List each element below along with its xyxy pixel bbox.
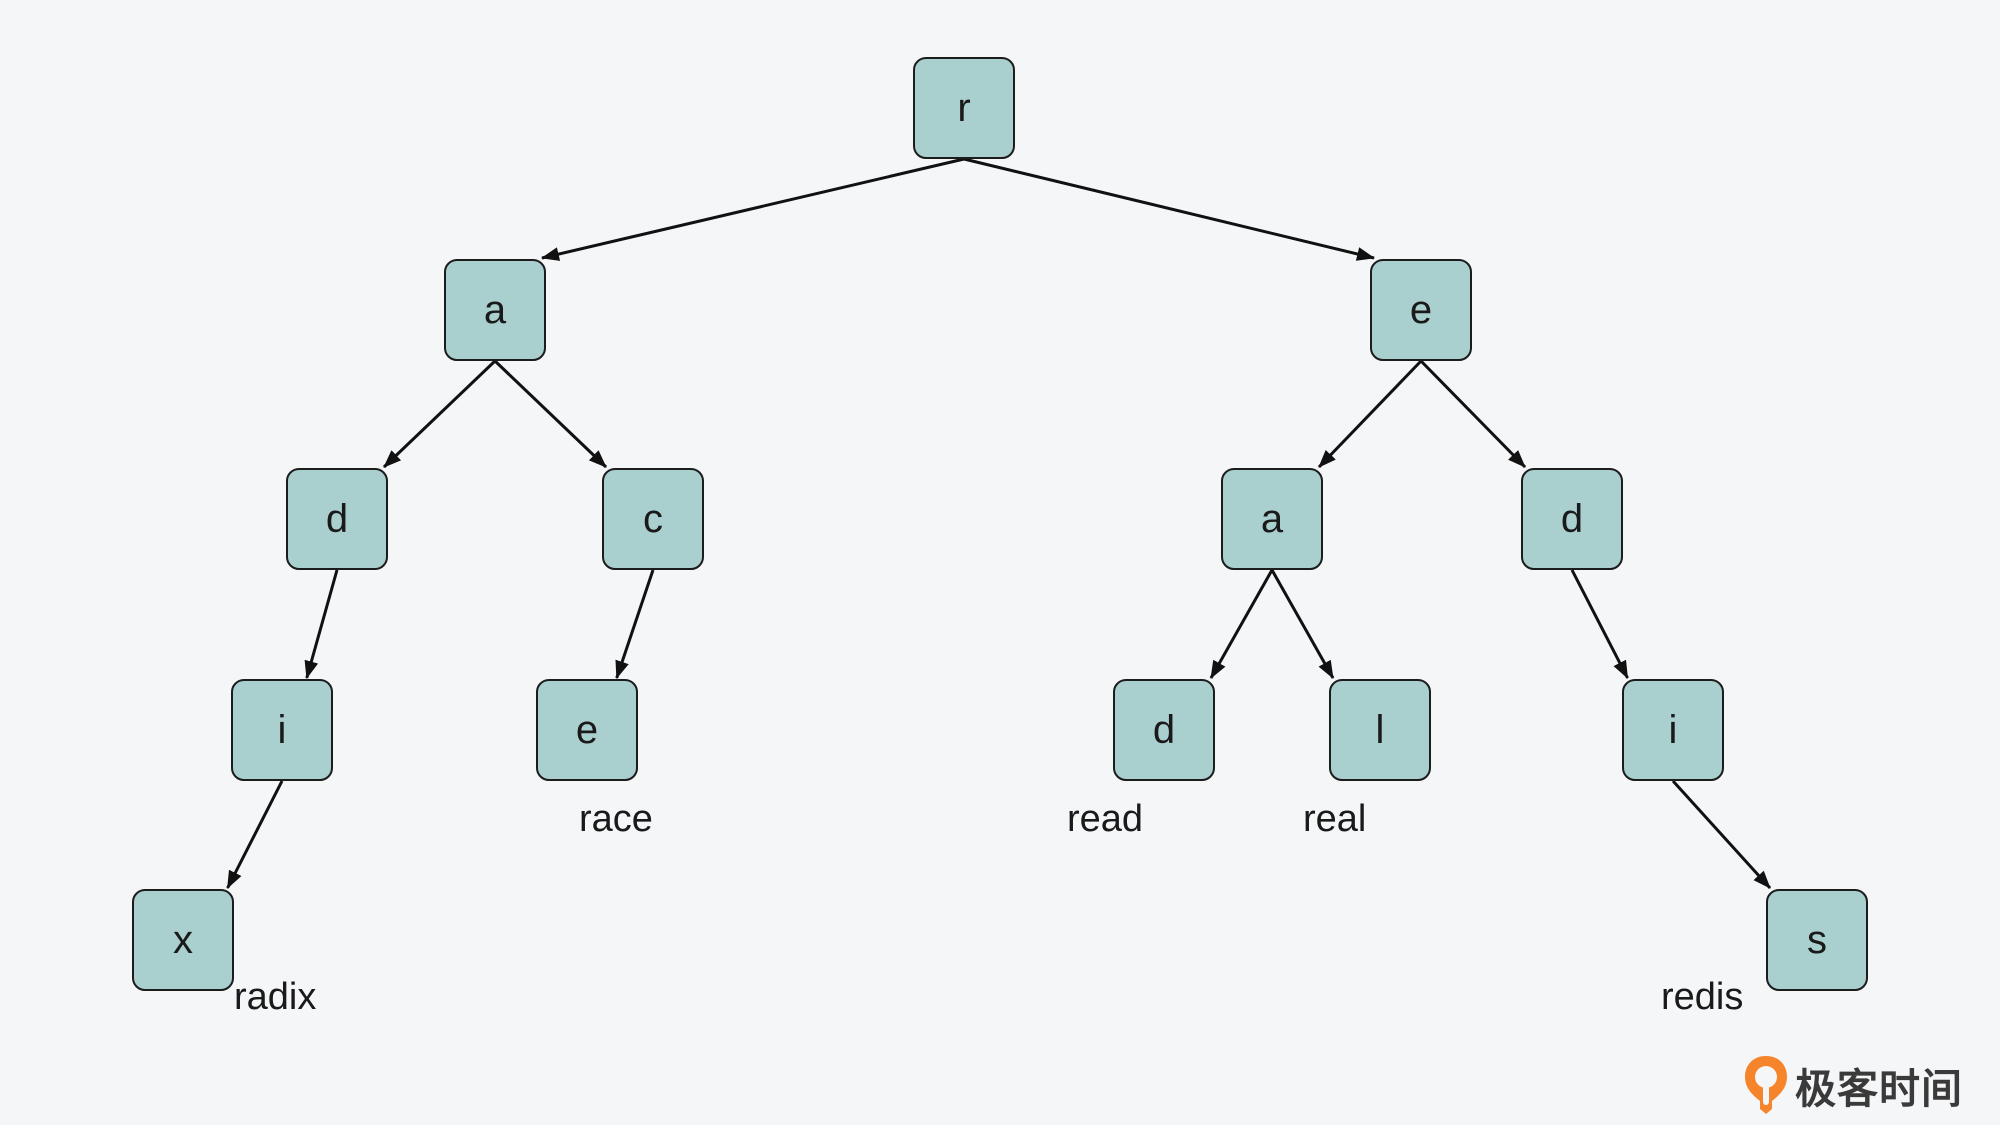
trie-node-redis-s: s xyxy=(1766,889,1868,991)
edge-n-re-to-n-rea xyxy=(1317,359,1423,469)
geektime-logo-icon xyxy=(1745,1056,1787,1114)
edge-n-ra-to-n-rac xyxy=(493,359,608,469)
edge-n-rad-to-n-radi xyxy=(304,569,339,679)
word-label-read: read xyxy=(1067,798,1144,840)
edge-n-rea-to-n-read xyxy=(1209,569,1274,679)
edge-n-r-to-n-re xyxy=(963,157,1375,261)
edge-n-redi-to-n-redis xyxy=(1671,779,1772,890)
edge-n-re-to-n-red xyxy=(1419,359,1527,469)
word-label-redis: redis xyxy=(1661,976,1744,1018)
geektime-logo-text: 极客时间 xyxy=(1795,1065,1963,1113)
geektime-logo: 极客时间 xyxy=(1743,1054,1963,1116)
trie-node-redi-i: i xyxy=(1622,679,1724,781)
trie-node-read-d: d xyxy=(1113,679,1215,781)
edge-n-radi-to-n-radix xyxy=(226,780,284,889)
edge-n-r-to-n-ra xyxy=(541,157,965,261)
trie-node-race-e: e xyxy=(536,679,638,781)
edge-n-rea-to-n-real xyxy=(1270,569,1335,679)
trie-node-rea-a: a xyxy=(1221,468,1323,570)
word-label-race: race xyxy=(579,798,653,840)
trie-node-re-e: e xyxy=(1370,259,1472,361)
trie-node-root-r: r xyxy=(913,57,1015,159)
trie-node-radix-x: x xyxy=(132,889,234,991)
trie-node-ra-a: a xyxy=(444,259,546,361)
trie-node-rad-d: d xyxy=(286,468,388,570)
trie-node-red-d: d xyxy=(1521,468,1623,570)
edge-n-ra-to-n-rad xyxy=(382,359,497,469)
trie-node-real-l: l xyxy=(1329,679,1431,781)
edge-n-red-to-n-redi xyxy=(1570,569,1629,679)
edge-n-rac-to-n-race xyxy=(615,569,655,679)
word-label-radix: radix xyxy=(234,976,317,1018)
word-label-real: real xyxy=(1303,798,1367,840)
trie-node-rac-c: c xyxy=(602,468,704,570)
trie-node-radi-i: i xyxy=(231,679,333,781)
